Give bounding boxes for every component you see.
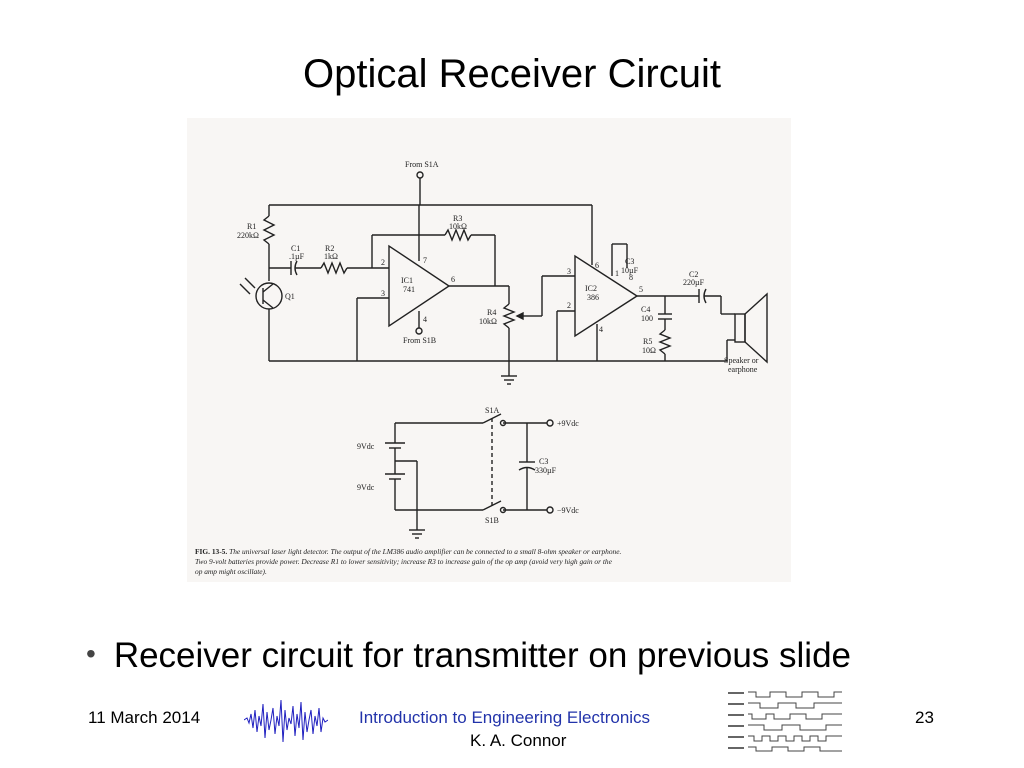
figure-caption: FIG. 13-5. The universal laser light det… xyxy=(195,547,622,576)
label-earphone: earphone xyxy=(728,365,758,374)
label-r2-value: 1kΩ xyxy=(324,252,338,261)
caption-line-3: op amp might oscillate). xyxy=(195,567,267,576)
pin-ic1-3: 3 xyxy=(381,289,385,298)
label-r4-value: 10kΩ xyxy=(479,317,497,326)
footer-course-link[interactable]: Introduction to Engineering Electronics xyxy=(359,708,651,727)
bullet-dot-icon: • xyxy=(86,638,96,669)
label-plus-9vdc: +9Vdc xyxy=(557,419,579,428)
label-s1b: S1B xyxy=(485,516,499,525)
label-c1: C1 xyxy=(291,244,300,253)
pin-ic2-4: 4 xyxy=(599,325,603,334)
pin-ic2-2: 2 xyxy=(567,301,571,310)
circuit-wires xyxy=(239,171,768,539)
label-ic1: IC1 xyxy=(401,276,413,285)
label-ic2-part: 386 xyxy=(587,293,599,302)
caption-line-1: FIG. 13-5. The universal laser light det… xyxy=(195,547,622,556)
label-r3: R3 xyxy=(453,214,462,223)
label-c3-power-value: 330µF xyxy=(535,466,557,475)
caption-line-2: Two 9-volt batteries provide power. Decr… xyxy=(195,557,613,566)
label-c3-value: 10µF xyxy=(621,266,639,275)
pin-ic2-1: 1 xyxy=(615,269,619,278)
label-c4: C4 xyxy=(641,305,650,314)
bullet-item: • Receiver circuit for transmitter on pre… xyxy=(86,636,851,676)
label-r1-value: 220kΩ xyxy=(237,231,259,240)
label-minus-9vdc: −9Vdc xyxy=(557,506,579,515)
label-from-s1a: From S1A xyxy=(405,160,439,169)
label-speaker: Speaker or xyxy=(724,356,759,365)
pin-ic2-8: 8 xyxy=(629,273,633,282)
circuit-labels: From S1A From S1B R1 220kΩ C1 .1µF R2 1k… xyxy=(237,160,759,525)
footer-date: 11 March 2014 xyxy=(88,708,201,727)
waveform-logo-icon xyxy=(244,699,328,743)
caption-line-1-text: The universal laser light detector. The … xyxy=(229,547,621,556)
slide-title: Optical Receiver Circuit xyxy=(303,52,721,96)
label-q1: Q1 xyxy=(285,292,295,301)
caption-figure-number: FIG. 13-5. xyxy=(195,547,227,556)
pin-ic1-6: 6 xyxy=(451,275,455,284)
label-ic1-part: 741 xyxy=(403,285,415,294)
label-r2: R2 xyxy=(325,244,334,253)
pin-ic1-2: 2 xyxy=(381,258,385,267)
label-r5-value: 10Ω xyxy=(642,346,656,355)
label-battery-2: 9Vdc xyxy=(357,483,375,492)
label-c4-value: 100 xyxy=(641,314,653,323)
circuit-figure: From S1A From S1B R1 220kΩ C1 .1µF R2 1k… xyxy=(187,118,791,582)
page-number: 23 xyxy=(915,708,934,727)
timing-diagram-logo-icon xyxy=(728,691,842,752)
label-c2-value: 220µF xyxy=(683,278,705,287)
label-r1: R1 xyxy=(247,222,256,231)
label-battery-1: 9Vdc xyxy=(357,442,375,451)
bullet-text: Receiver circuit for transmitter on prev… xyxy=(113,636,852,675)
pin-ic2-6: 6 xyxy=(595,261,599,270)
label-c1-value: .1µF xyxy=(289,252,305,261)
label-s1a: S1A xyxy=(485,406,499,415)
label-r5: R5 xyxy=(643,337,652,346)
label-ic2: IC2 xyxy=(585,284,597,293)
label-c2: C2 xyxy=(689,270,698,279)
footer-author: K. A. Connor xyxy=(470,731,567,750)
label-c3-power: C3 xyxy=(539,457,548,466)
label-r4: R4 xyxy=(487,308,496,317)
label-c3: C3 xyxy=(625,257,634,266)
pin-ic1-4: 4 xyxy=(423,315,427,324)
pin-ic2-5: 5 xyxy=(639,285,643,294)
pin-ic1-7: 7 xyxy=(423,256,427,265)
circuit-schematic: From S1A From S1B R1 220kΩ C1 .1µF R2 1k… xyxy=(195,160,768,576)
label-r3-value: 10kΩ xyxy=(449,222,467,231)
label-from-s1b: From S1B xyxy=(403,336,436,345)
pin-ic2-3: 3 xyxy=(567,267,571,276)
